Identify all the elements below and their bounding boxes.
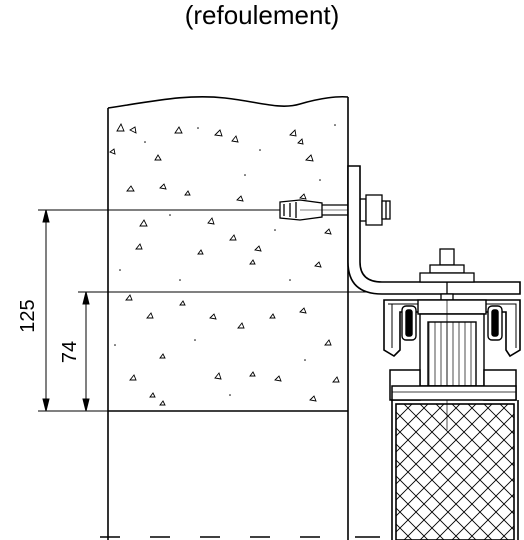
roller-left	[401, 305, 417, 341]
wall-break-line	[107, 95, 349, 109]
arrow-125-top	[42, 209, 50, 223]
arrow-125-bottom	[42, 398, 50, 412]
drawing-caption: (refoulement)	[184, 0, 340, 30]
roller-right	[487, 305, 503, 341]
dimension-lines	[38, 209, 390, 412]
concrete-wall	[107, 95, 349, 540]
concrete-aggregate	[109, 122, 340, 406]
dimension-label-125: 125	[17, 299, 39, 332]
carriage	[417, 299, 487, 430]
dimension-label-74: 74	[59, 341, 81, 363]
anchor-bolt	[279, 194, 391, 226]
door-leaf	[391, 400, 519, 540]
concrete-dots	[114, 124, 336, 396]
arrow-74-top	[82, 291, 90, 305]
arrow-74-bottom	[82, 398, 90, 412]
mounting-bracket	[347, 165, 521, 295]
door-top-profile	[389, 369, 517, 401]
